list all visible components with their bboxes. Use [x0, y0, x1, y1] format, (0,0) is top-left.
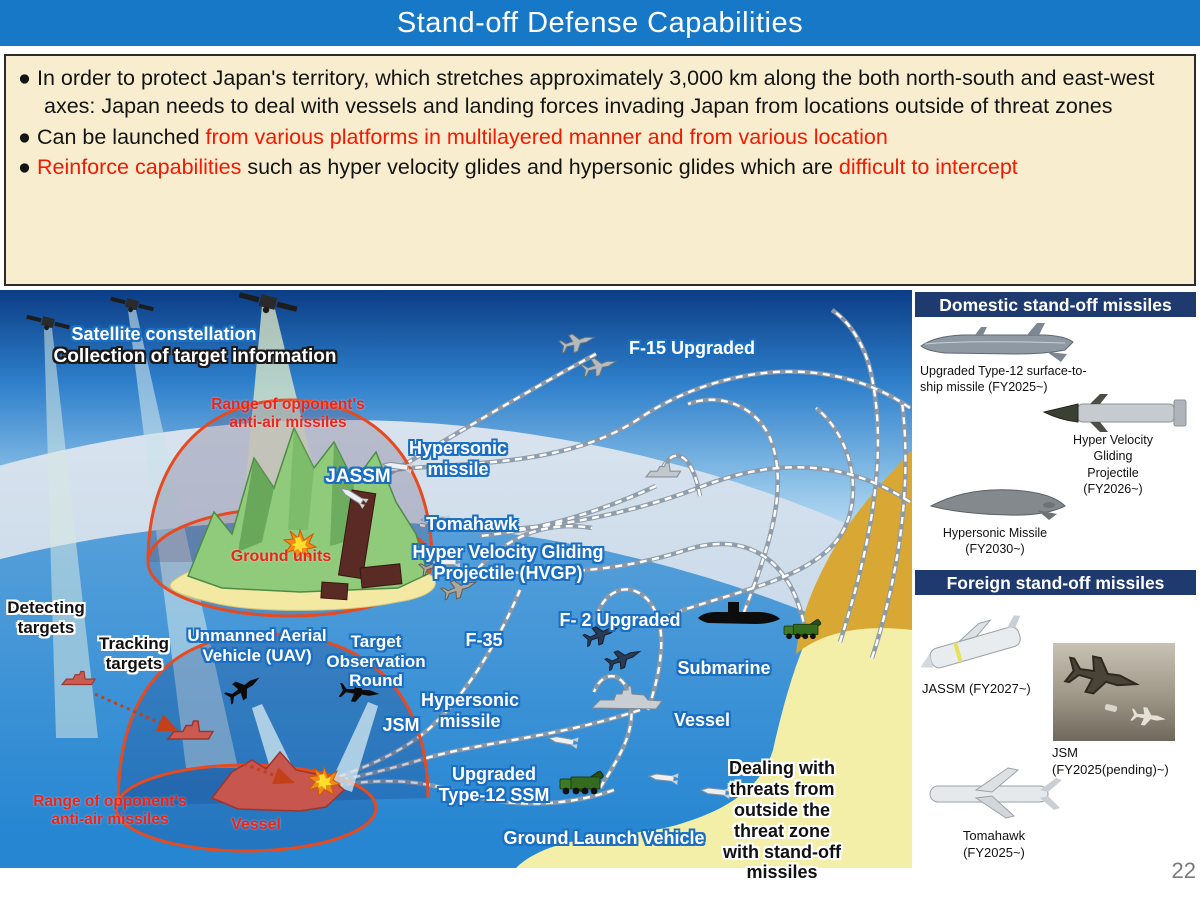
label-dealing: Dealing with threats from outside the th…: [723, 758, 841, 883]
label-type12: Upgraded Type-12 SSM: [438, 764, 550, 805]
label-range-top: Range of opponent's anti-air missiles: [211, 396, 365, 431]
label-glv: Ground Launch Vehicle: [503, 828, 705, 848]
label-tor: Target Observation Round: [326, 632, 426, 691]
domestic-missiles-header: Domestic stand-off missiles: [915, 292, 1196, 317]
enemy-island: [169, 426, 436, 611]
slide-title: Stand-off Defense Capabilities: [0, 0, 1200, 46]
page-number: 22: [1171, 858, 1196, 883]
summary-box: ● In order to protect Japan's territory,…: [4, 54, 1196, 286]
ground-units-icon: [320, 489, 403, 601]
jassm-caption: JASSM (FY2027~): [922, 681, 1031, 696]
satellite-beam: [128, 310, 238, 768]
hvgp-caption: Hyper Velocity Gliding Projectile (FY202…: [1073, 433, 1153, 496]
defense-diagram: Satellite constellation Collection of ta…: [0, 290, 912, 882]
label-ground-units: Ground units: [230, 548, 332, 565]
label-vessel-red: Vessel: [231, 816, 281, 833]
label-collection-info: Collection of target information: [53, 346, 337, 367]
diagram-canvas: [0, 290, 912, 868]
label-hypersonic-lower: Hypersonic missile: [420, 690, 520, 731]
label-hvgp: Hyper Velocity Gliding Projectile (HVGP): [412, 542, 604, 583]
type12-caption: Upgraded Type-12 surface-to- ship missil…: [920, 364, 1087, 395]
label-submarine: Submarine: [677, 658, 771, 678]
hvgp-missile-image: [1042, 394, 1187, 432]
bullet-marker: ●: [18, 155, 31, 180]
label-satellite-constellation: Satellite constellation: [71, 324, 257, 344]
tomahawk-caption: Tomahawk (FY2025~): [962, 828, 1026, 860]
label-detecting: Detecting targets: [7, 598, 85, 637]
foreign-missiles-header: Foreign stand-off missiles: [915, 570, 1196, 595]
label-f15: F-15 Upgraded: [628, 338, 756, 358]
label-jassm: JASSM: [325, 466, 391, 487]
hypersonic-caption: Hypersonic Missile (FY2030~): [942, 526, 1048, 557]
type12-missile-image: [920, 323, 1074, 362]
label-jsm: JSM: [382, 715, 420, 735]
summary-bullet-2: ● Can be launched from various platforms…: [18, 124, 888, 149]
label-vessel-right: Vessel: [673, 710, 731, 730]
japan-coast-land: [516, 475, 912, 868]
satellite-beam: [44, 328, 98, 738]
label-f2: F- 2 Upgraded: [559, 610, 681, 630]
bullet-marker: ●: [18, 124, 31, 149]
tracking-arrow: [94, 692, 179, 732]
hypersonic-missile-image: [929, 489, 1066, 520]
tracking-arrow: [243, 762, 295, 785]
tomahawk-missile-image: [929, 767, 1062, 819]
jsdf-vessel-icon: [590, 685, 663, 710]
label-tomahawk: Tomahawk: [426, 514, 518, 534]
jsm-photo-image: [1053, 643, 1175, 741]
label-range-bottom: Range of opponent's anti-air missiles: [33, 793, 187, 828]
label-uav: Unmanned Aerial Vehicle (UAV): [187, 626, 327, 665]
submarine-icon: [698, 612, 780, 624]
bullet-marker: ●: [18, 66, 31, 90]
submarine-sail-icon: [728, 602, 739, 612]
jassm-missile-image: [920, 615, 1021, 669]
label-hypersonic-upper: Hypersonic missile: [408, 438, 508, 479]
label-tracking: Tracking targets: [99, 634, 169, 673]
jsm-caption: JSM (FY2025(pending)~): [1052, 745, 1169, 777]
summary-bullet-1: ● In order to protect Japan's territory,…: [18, 66, 1155, 119]
summary-bullet-3: ● Reinforce capabilities such as hyper v…: [18, 155, 1018, 180]
tor-sensor-cone: [330, 702, 378, 792]
coast-hill: [796, 450, 912, 654]
label-f35: F-35: [465, 630, 503, 650]
